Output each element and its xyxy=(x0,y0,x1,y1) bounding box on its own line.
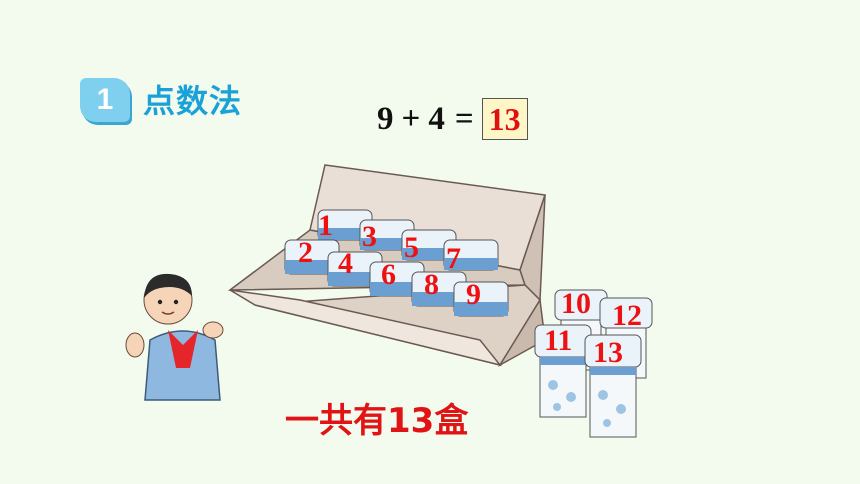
equation-b: 4 xyxy=(428,100,445,137)
answer-value: 13 xyxy=(488,100,521,137)
boy-figure xyxy=(125,273,224,401)
equation-a: 9 xyxy=(377,100,394,137)
count-label: 4 xyxy=(338,247,353,280)
count-label: 9 xyxy=(466,278,481,311)
equation: 9 + 4 = 13 xyxy=(377,97,528,141)
count-label: 3 xyxy=(362,220,377,253)
count-label: 12 xyxy=(612,299,642,332)
count-label: 6 xyxy=(381,258,396,291)
loose-count-labels: 10 12 11 13 xyxy=(544,287,642,369)
section-number-badge: 1 xyxy=(80,78,130,122)
section-title: 点数法 xyxy=(143,82,243,120)
count-label: 2 xyxy=(298,236,313,269)
count-label: 13 xyxy=(593,336,623,369)
loose-cups xyxy=(534,289,653,438)
section-number: 1 xyxy=(96,83,114,116)
count-label: 5 xyxy=(404,231,419,264)
count-label: 7 xyxy=(446,242,461,275)
total-caption: 一共有13盒 xyxy=(285,401,469,441)
count-label: 10 xyxy=(561,287,591,320)
equation-op: + xyxy=(401,100,421,137)
answer-box: 13 xyxy=(481,98,528,140)
count-label: 1 xyxy=(318,209,333,242)
count-label: 8 xyxy=(424,268,439,301)
box-count-labels: 1 2 3 4 5 6 7 8 9 xyxy=(298,209,481,311)
count-label: 11 xyxy=(544,324,572,357)
box-cups xyxy=(284,209,509,317)
equation-eq: = xyxy=(454,100,474,137)
